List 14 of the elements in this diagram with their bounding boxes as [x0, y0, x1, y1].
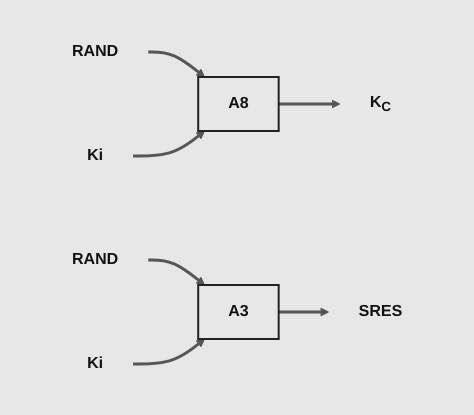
arrow — [278, 99, 340, 108]
node-text: K$_{C}$ — [370, 93, 391, 114]
arrow — [132, 338, 205, 365]
node-text: SRES — [358, 302, 402, 320]
arrow — [148, 50, 205, 77]
node-text: Ki — [86, 354, 103, 372]
node-box: A8 — [197, 76, 280, 132]
node-text: RAND — [72, 42, 118, 60]
arrow — [148, 258, 205, 285]
arrow — [132, 130, 205, 157]
node-text: Ki — [86, 146, 103, 164]
node-text: RAND — [72, 250, 118, 268]
node-box: A3 — [197, 284, 280, 340]
arrow — [278, 307, 329, 316]
